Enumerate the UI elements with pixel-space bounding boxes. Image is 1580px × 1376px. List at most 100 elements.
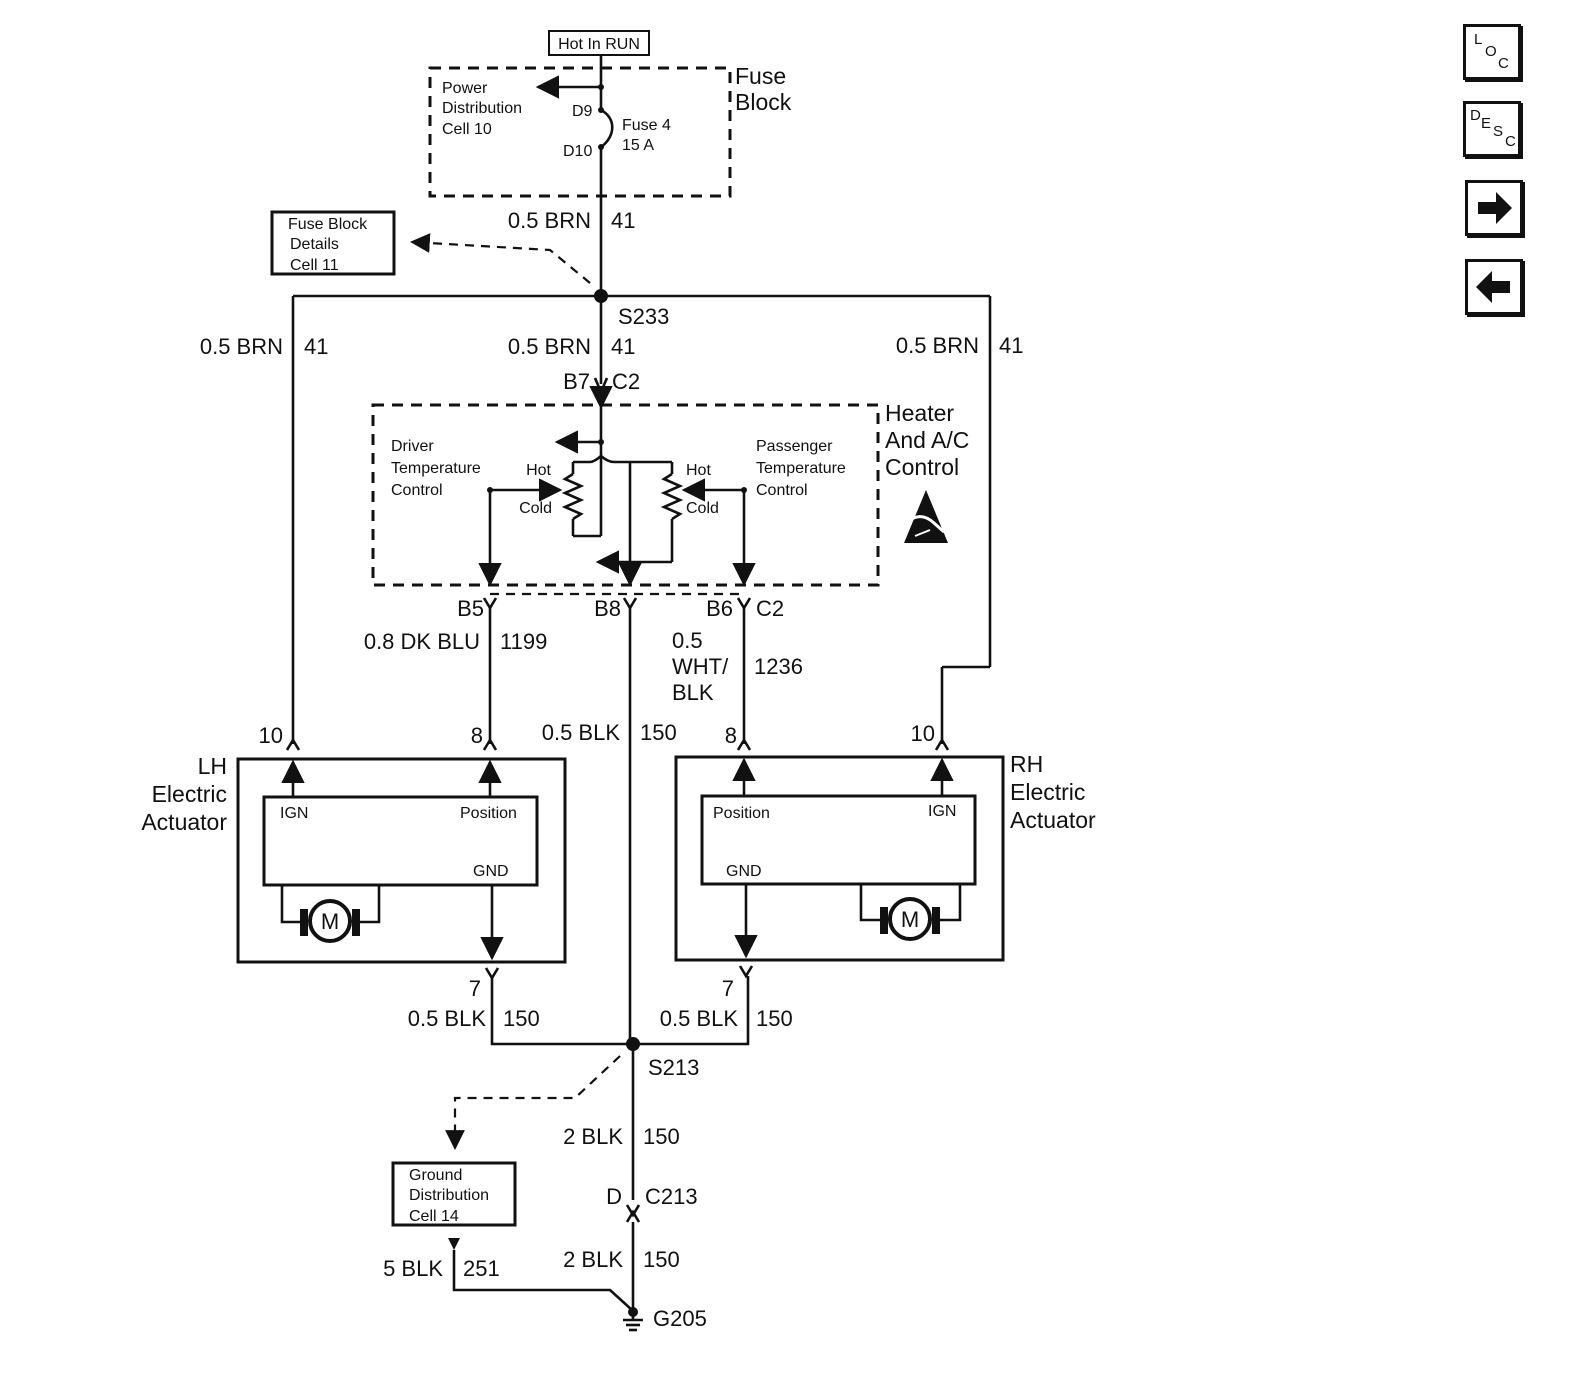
heater-ac-title-1: Heater bbox=[885, 400, 954, 426]
fuse-details-line-2: Details bbox=[290, 236, 339, 253]
forward-button[interactable] bbox=[1465, 180, 1523, 236]
fuse-block-details-ref: Fuse Block Details Cell 11 bbox=[270, 210, 591, 284]
driver-label-2: Temperature bbox=[391, 460, 481, 477]
blk2-gauge-upper: 2 BLK bbox=[563, 1124, 623, 1149]
connector-c213-bottom bbox=[625, 1209, 641, 1223]
ground-g205-label: G205 bbox=[653, 1306, 707, 1331]
blk2-circuit-upper: 150 bbox=[643, 1124, 680, 1149]
ground-distribution-line-2: Distribution bbox=[409, 1187, 489, 1204]
fuse-details-leader bbox=[410, 233, 591, 284]
location-button[interactable]: L O C bbox=[1463, 24, 1521, 80]
brn-circuit-center: 41 bbox=[611, 334, 635, 359]
lh-actuator-title-2: Electric bbox=[152, 781, 227, 807]
blk5-circuit: 251 bbox=[463, 1256, 500, 1281]
rh-motor-lead-right bbox=[940, 884, 962, 922]
lh-motor-icon bbox=[308, 899, 352, 943]
dk-blu-circuit: 1199 bbox=[500, 629, 547, 654]
lh-ign-label: IGN bbox=[280, 805, 308, 822]
connector-b8-label: B8 bbox=[594, 596, 621, 621]
heater-ac-title-3: Control bbox=[885, 454, 959, 480]
ground-distribution-arrow bbox=[448, 1238, 460, 1250]
desc-s: S bbox=[1493, 123, 1504, 140]
arrow-left-icon bbox=[1476, 271, 1510, 303]
hot-in-run-box bbox=[548, 30, 650, 56]
rh-motor-lead-left bbox=[859, 884, 880, 922]
fuse-details-line-1: Fuse Block bbox=[288, 216, 368, 233]
brn-gauge-center: 0.5 BRN bbox=[508, 334, 591, 359]
rh-motor-brush-left bbox=[880, 907, 888, 934]
brn-circuit-right: 41 bbox=[999, 333, 1023, 358]
connector-b5-label: B5 bbox=[457, 596, 484, 621]
pin-d9-label: D9 bbox=[572, 103, 593, 120]
connector-b5 bbox=[482, 597, 498, 611]
heater-ac-title-2: And A/C bbox=[885, 427, 969, 453]
driver-label-3: Control bbox=[391, 482, 443, 499]
lh-gnd-gauge: 0.5 BLK bbox=[408, 1006, 487, 1031]
hot-in-run-label: Hot In RUN bbox=[558, 36, 640, 53]
blk5-gauge: 5 BLK bbox=[383, 1256, 443, 1281]
driver-label-1: Driver bbox=[391, 438, 434, 455]
rh-actuator-title-3: Actuator bbox=[1010, 807, 1096, 833]
esd-warning-icon bbox=[904, 490, 948, 543]
brn-distribution: S233 0.5 BRN 41 0.5 BRN 41 0.5 BRN 41 bbox=[200, 289, 1023, 744]
lh-pin7-connector bbox=[484, 967, 500, 981]
lh-pin8-connector bbox=[482, 737, 498, 751]
ground-symbol-icon bbox=[623, 1312, 643, 1332]
rh-pin7-label: 7 bbox=[722, 976, 734, 1001]
connector-b8 bbox=[622, 597, 638, 611]
lh-motor-lead-right bbox=[360, 885, 381, 924]
connector-c2-top-label: C2 bbox=[612, 369, 640, 394]
description-button[interactable]: D E S C bbox=[1463, 101, 1521, 157]
connector-c2-bottom-label: C2 bbox=[756, 596, 784, 621]
fuse-element bbox=[600, 108, 614, 149]
ground-distribution-line-3: Cell 14 bbox=[409, 1208, 459, 1225]
rh-actuator-module bbox=[700, 794, 977, 886]
connector-d-label: D bbox=[606, 1184, 622, 1209]
ground-circuits: 0.5 BLK 150 0.5 BLK 150 S213 2 BLK 150 D… bbox=[383, 976, 793, 1332]
lh-actuator-title-1: LH bbox=[198, 753, 227, 779]
rh-motor-brush-right bbox=[932, 907, 940, 934]
lh-motor-lead-left bbox=[280, 885, 300, 924]
blk-circuit-center: 150 bbox=[640, 720, 677, 745]
lh-actuator-outline bbox=[236, 757, 567, 964]
fuse-details-line-3: Cell 11 bbox=[290, 257, 339, 274]
rh-actuator-outline bbox=[674, 755, 1005, 962]
driver-cold-label: Cold bbox=[519, 500, 552, 517]
desc-c: C bbox=[1505, 133, 1516, 150]
lh-actuator-module bbox=[262, 795, 539, 887]
splice-s233-label: S233 bbox=[618, 304, 669, 329]
pass-cold-label: Cold bbox=[686, 500, 719, 517]
connector-b6 bbox=[736, 597, 752, 611]
rh-pin8-connector bbox=[736, 737, 752, 751]
back-button[interactable] bbox=[1465, 259, 1523, 315]
ground-distribution-line-1: Ground bbox=[409, 1167, 462, 1184]
power-distribution-line-2: Distribution bbox=[442, 100, 522, 117]
rh-motor-label: M bbox=[901, 907, 919, 932]
lh-gnd-label: GND bbox=[473, 863, 509, 880]
heater-ac-control: B7 C2 Heater And A/C Control Hot Cold Dr… bbox=[371, 369, 969, 621]
desc-d: D bbox=[1470, 107, 1481, 124]
fuse-block-title-1: Fuse bbox=[735, 63, 786, 89]
arrow-right-icon bbox=[1478, 192, 1512, 224]
connector-c213-top bbox=[625, 1204, 641, 1218]
brn-gauge-right: 0.5 BRN bbox=[896, 333, 979, 358]
s213-bus bbox=[490, 976, 750, 1046]
rh-pin8-label: 8 bbox=[725, 723, 737, 748]
rh-gnd-gauge: 0.5 BLK bbox=[660, 1006, 739, 1031]
pin-d10-label: D10 bbox=[563, 143, 592, 160]
rh-ign-label: IGN bbox=[928, 803, 956, 820]
signal-wires: 0.8 DK BLU 1199 0.5 WHT/ BLK 1236 0.5 BL… bbox=[364, 608, 803, 1044]
rh-actuator-title-2: Electric bbox=[1010, 779, 1085, 805]
wht-blk-gauge-3: BLK bbox=[672, 680, 714, 705]
rh-electric-actuator: 8 10 RH Electric Actuator Position IGN G… bbox=[674, 721, 1096, 1001]
lh-pin8-label: 8 bbox=[471, 723, 483, 748]
rh-pin10-label: 10 bbox=[911, 721, 935, 746]
wht-blk-gauge-1: 0.5 bbox=[672, 628, 703, 653]
wht-blk-gauge-2: WHT/ bbox=[672, 654, 729, 679]
blk-gauge-center: 0.5 BLK bbox=[542, 720, 621, 745]
rh-pin10-connector bbox=[934, 737, 950, 751]
lh-motor-brush-right bbox=[352, 909, 360, 936]
brn-circuit-left: 41 bbox=[304, 334, 328, 359]
lh-gnd-circuit: 150 bbox=[503, 1006, 540, 1031]
